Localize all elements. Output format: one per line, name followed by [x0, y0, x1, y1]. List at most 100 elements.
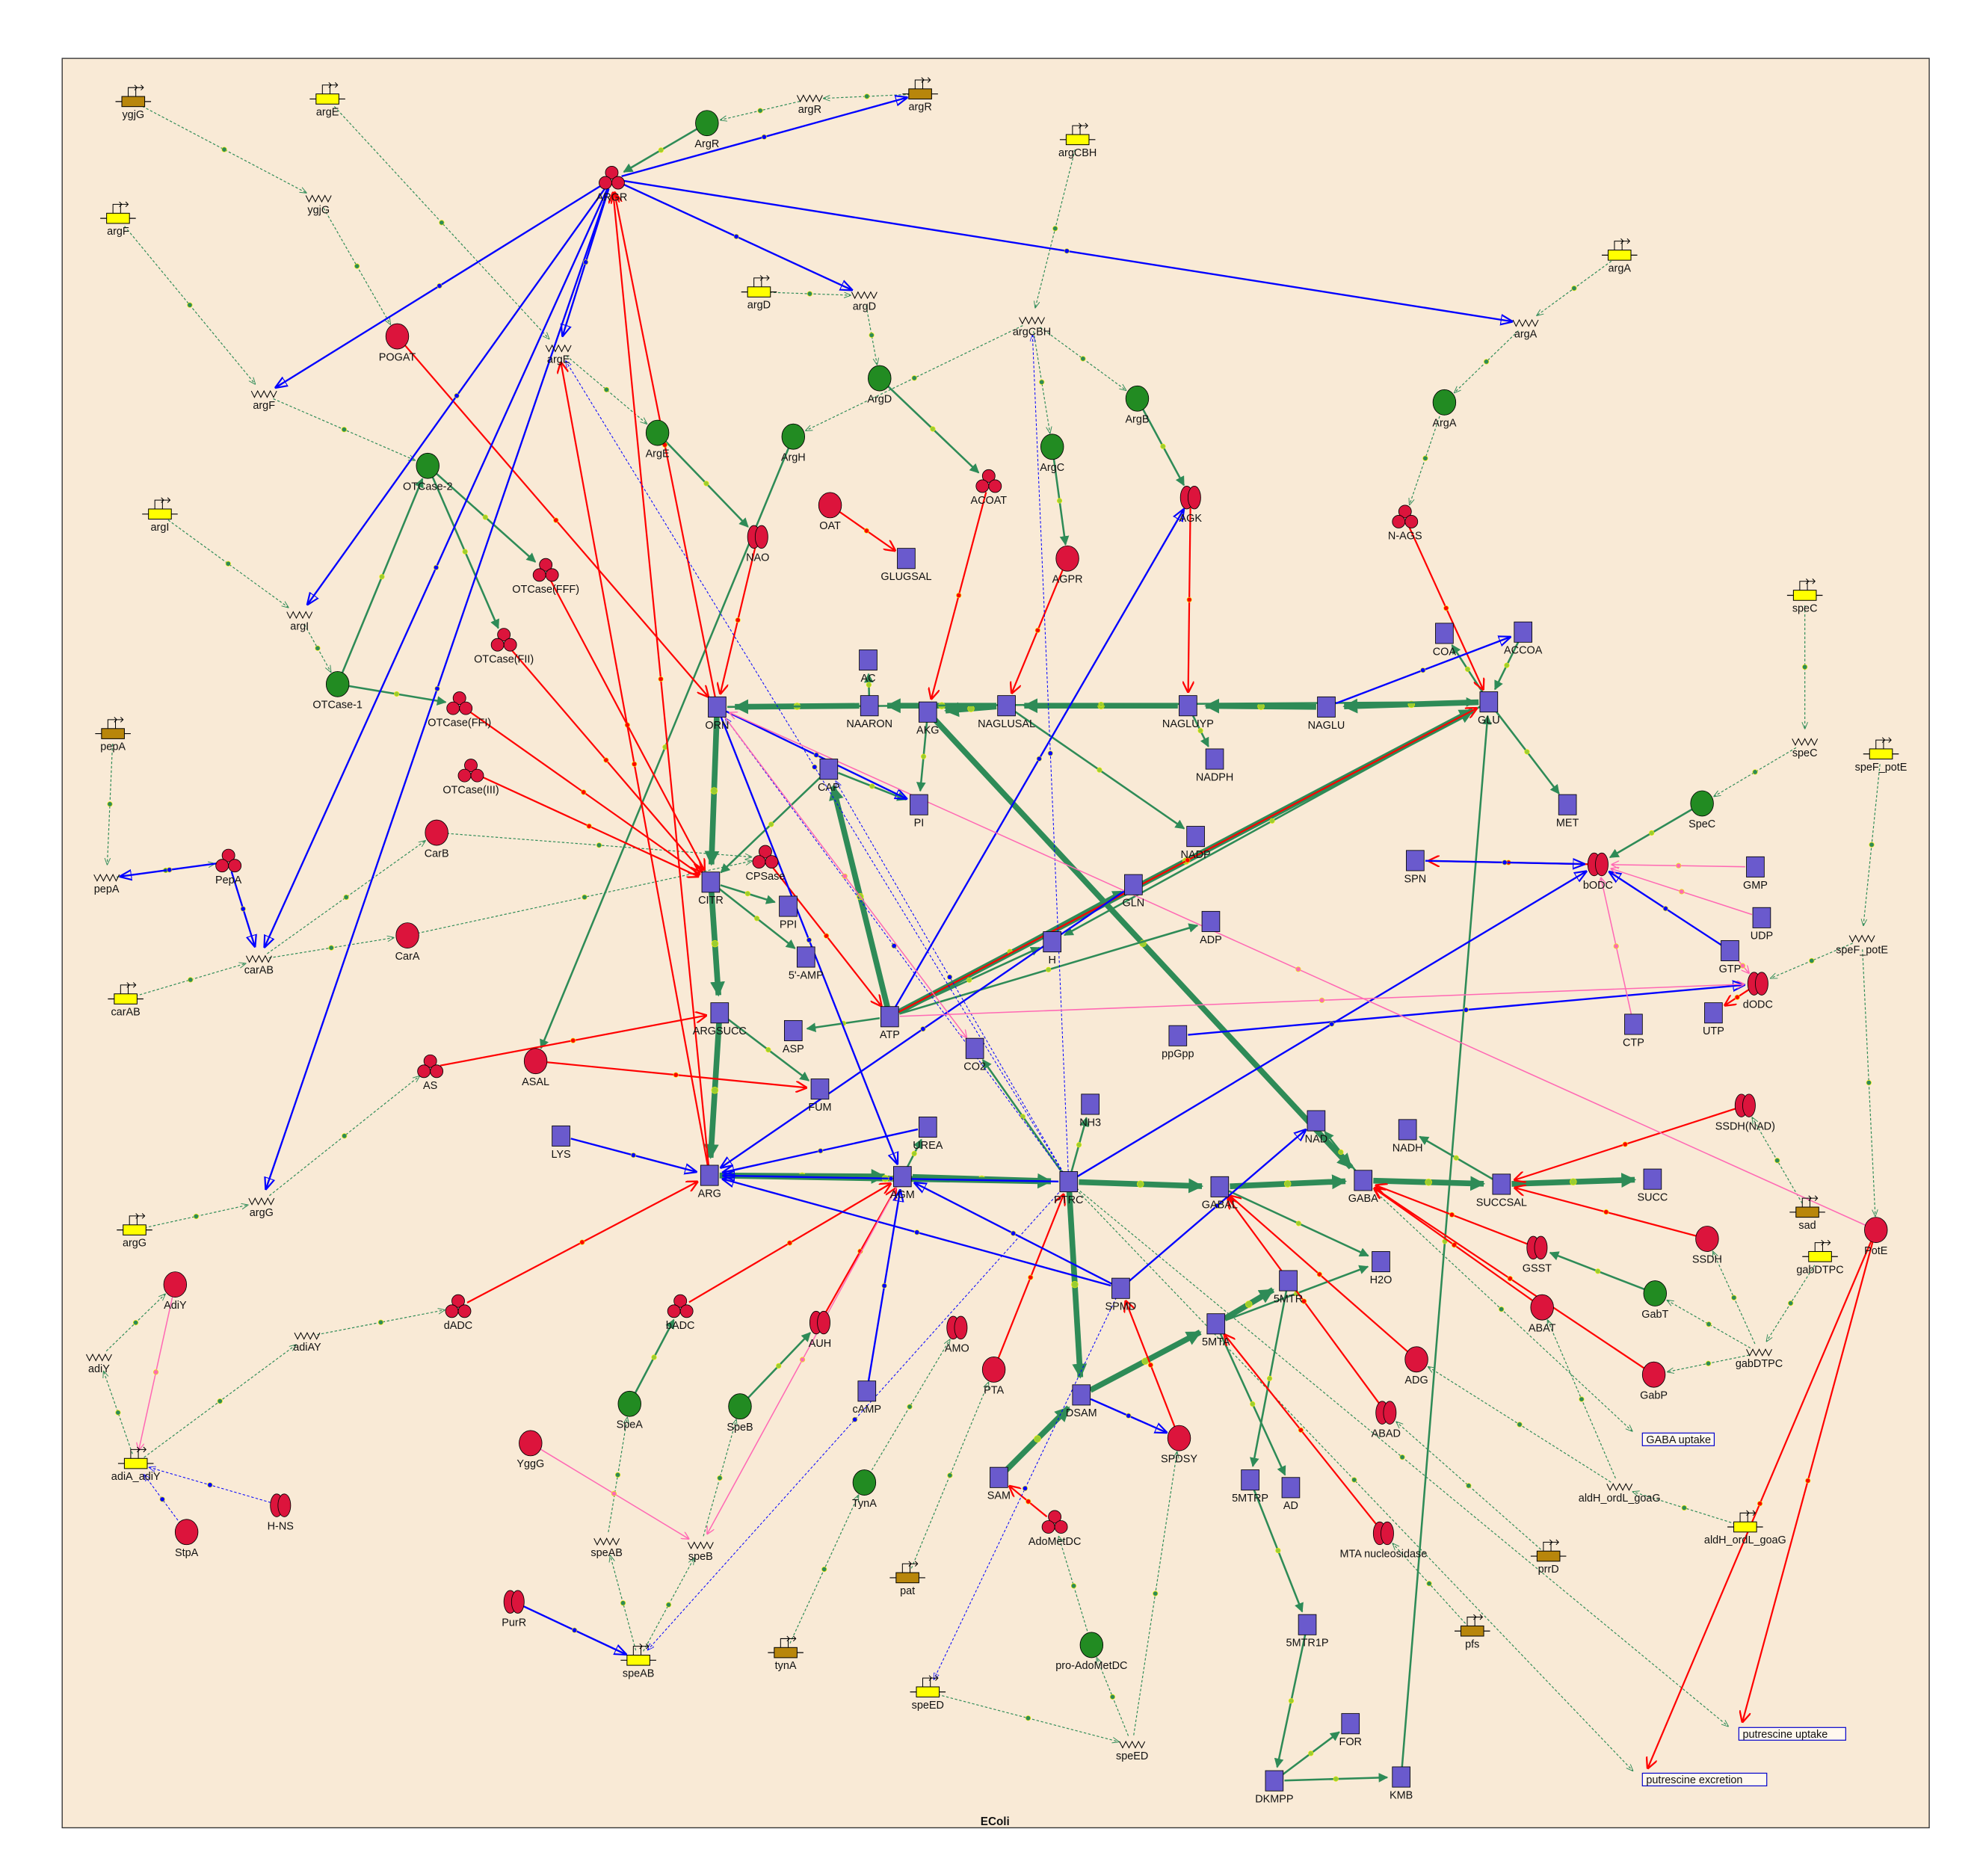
- node-protein-argb[interactable]: ArgB: [1125, 385, 1150, 426]
- node-complex-acoat[interactable]: ACOAT: [970, 469, 1007, 507]
- node-complex-otcase-ffi[interactable]: OTCase(FFI): [428, 691, 491, 729]
- node-mrna-arga[interactable]: argA: [1512, 318, 1539, 341]
- node-metabolite-dsam[interactable]: DSAM: [1066, 1384, 1097, 1419]
- node-metabolite-h[interactable]: H: [1043, 931, 1062, 966]
- node-mrna-argi[interactable]: argI: [286, 611, 313, 633]
- node-gene-speab[interactable]: speAB: [620, 1643, 656, 1679]
- node-mrna-spef-pote[interactable]: speF_potE: [1836, 934, 1888, 957]
- node-gene2-pfs[interactable]: pfs: [1454, 1614, 1490, 1650]
- node-mrna-argd[interactable]: argD: [851, 291, 878, 313]
- node-metabolite-lys[interactable]: LYS: [551, 1125, 571, 1161]
- node-metabolite-kmb[interactable]: KMB: [1390, 1766, 1413, 1801]
- node-metabolite-atp[interactable]: ATP: [880, 1006, 900, 1041]
- node-gene2-prrd[interactable]: prrD: [1530, 1539, 1567, 1576]
- node-metabolite-akg[interactable]: AKG: [916, 701, 940, 737]
- node-enzyme-oat[interactable]: OAT: [818, 492, 842, 532]
- node-metabolite-spmd[interactable]: SPMD: [1105, 1277, 1137, 1313]
- node-enzyme-agpr[interactable]: AGPR: [1052, 545, 1083, 585]
- node-process-gaba-uptake[interactable]: GABA uptake: [1641, 1432, 1715, 1446]
- node-complex-dadc[interactable]: dADC: [444, 1294, 472, 1332]
- node-protein-otcase-2[interactable]: OTCase-2: [403, 452, 453, 493]
- node-gene-argcbh[interactable]: argCBH: [1058, 123, 1097, 159]
- node-gene-gabdtpc[interactable]: gabDTPC: [1796, 1239, 1844, 1276]
- node-mrna-adiay[interactable]: adiAY: [293, 1332, 321, 1354]
- node-dimer-nao[interactable]: NAO: [746, 525, 769, 564]
- node-protein-argh[interactable]: ArgH: [781, 423, 806, 463]
- node-metabolite-udp[interactable]: UDP: [1751, 907, 1773, 942]
- node-protein-spea[interactable]: SpeA: [617, 1390, 644, 1431]
- node-mrna-speb[interactable]: speB: [687, 1541, 714, 1563]
- node-process-putrescine-uptake[interactable]: putrescine uptake: [1738, 1727, 1846, 1741]
- node-gene-arga[interactable]: argA: [1601, 238, 1638, 274]
- node-metabolite-gmp[interactable]: GMP: [1743, 856, 1768, 892]
- node-mrna-spec[interactable]: speC: [1792, 738, 1819, 759]
- node-dimer-purr[interactable]: PurR: [502, 1590, 526, 1629]
- node-metabolite-camp[interactable]: cAMP: [853, 1380, 881, 1416]
- node-metabolite-naglu[interactable]: NAGLU: [1308, 696, 1345, 732]
- node-complex-n-ags[interactable]: N-AGS: [1388, 505, 1422, 543]
- node-complex-otcase-fii[interactable]: OTCase(FII): [474, 628, 534, 666]
- node-metabolite-5-amp[interactable]: 5'-AMP: [789, 946, 824, 981]
- node-metabolite-ptrc[interactable]: PTRC: [1054, 1171, 1083, 1206]
- node-metabolite-urea[interactable]: UREA: [913, 1117, 943, 1152]
- node-dimer-agk[interactable]: AGK: [1179, 486, 1203, 525]
- node-metabolite-dkmpp[interactable]: DKMPP: [1255, 1770, 1294, 1806]
- node-gene-argf[interactable]: argF: [100, 201, 136, 238]
- node-dimer-auh[interactable]: AUH: [809, 1310, 831, 1350]
- node-protein-argd[interactable]: ArgD: [867, 365, 892, 405]
- node-metabolite-citr[interactable]: CITR: [698, 871, 724, 907]
- node-mrna-argr[interactable]: argR: [796, 94, 823, 116]
- node-enzyme-pote[interactable]: PotE: [1864, 1217, 1888, 1257]
- node-complex-otcase-iii[interactable]: OTCase(III): [442, 759, 499, 797]
- node-complex-as[interactable]: AS: [417, 1054, 444, 1092]
- node-enzyme-pta[interactable]: PTA: [981, 1356, 1006, 1397]
- node-enzyme-adiy[interactable]: AdiY: [163, 1271, 188, 1312]
- node-metabolite-asp[interactable]: ASP: [783, 1019, 804, 1055]
- node-protein-arge[interactable]: ArgE: [646, 419, 670, 460]
- node-dimer-dodc[interactable]: dODC: [1743, 972, 1773, 1011]
- node-protein-tyna[interactable]: TynA: [852, 1469, 877, 1510]
- node-metabolite-nadp[interactable]: NADP: [1181, 826, 1211, 861]
- node-gene2-pat[interactable]: pat: [889, 1561, 925, 1597]
- node-gene-speed[interactable]: speED: [910, 1675, 946, 1712]
- node-mrna-carab[interactable]: carAB: [244, 954, 274, 977]
- node-protein-argr[interactable]: ArgR: [694, 110, 719, 150]
- node-mrna-pepa[interactable]: pepA: [93, 873, 120, 895]
- node-enzyme-adg[interactable]: ADG: [1404, 1346, 1428, 1386]
- node-dimer-gsst[interactable]: GSST: [1523, 1235, 1552, 1275]
- node-mrna-speed[interactable]: speED: [1116, 1740, 1148, 1762]
- node-complex-pepa[interactable]: PepA: [215, 848, 242, 886]
- node-enzyme-cara[interactable]: CarA: [395, 922, 420, 963]
- node-metabolite-for[interactable]: FOR: [1339, 1713, 1362, 1748]
- node-metabolite-met[interactable]: MET: [1556, 794, 1579, 830]
- node-protein-gabt[interactable]: GabT: [1641, 1280, 1669, 1321]
- node-metabolite-succsal[interactable]: SUCCSAL: [1476, 1173, 1527, 1209]
- node-gene-spec[interactable]: speC: [1786, 578, 1823, 615]
- node-protein-pro-adometdc[interactable]: pro-AdoMetDC: [1055, 1632, 1127, 1672]
- node-enzyme-ssdh[interactable]: SSDH: [1692, 1226, 1722, 1266]
- node-enzyme-carb[interactable]: CarB: [425, 819, 449, 860]
- node-metabolite-cap[interactable]: CAP: [818, 759, 840, 794]
- node-metabolite-naglusal[interactable]: NAGLUSAL: [978, 695, 1035, 730]
- node-metabolite-arg[interactable]: ARG: [698, 1164, 721, 1200]
- node-process-putrescine-excretion[interactable]: putrescine excretion: [1641, 1772, 1768, 1786]
- node-metabolite-gln[interactable]: GLN: [1123, 874, 1145, 910]
- node-metabolite-h2o[interactable]: H2O: [1370, 1251, 1393, 1286]
- node-metabolite-ppi[interactable]: PPI: [779, 895, 798, 931]
- node-metabolite-succ[interactable]: SUCC: [1637, 1168, 1668, 1204]
- node-metabolite-ac[interactable]: AC: [859, 649, 878, 685]
- node-enzyme-spdsy[interactable]: SPDSY: [1161, 1425, 1197, 1465]
- node-mrna-speab[interactable]: speAB: [590, 1537, 623, 1559]
- node-gene-arge[interactable]: argE: [309, 82, 345, 119]
- node-metabolite-gaba[interactable]: GABA: [1348, 1170, 1378, 1205]
- node-complex-badc[interactable]: bADC: [666, 1294, 694, 1332]
- node-protein-argc[interactable]: ArgC: [1040, 433, 1064, 474]
- node-gene-argg[interactable]: argG: [117, 1213, 152, 1250]
- node-metabolite-co2[interactable]: CO2: [963, 1037, 986, 1073]
- node-dimer-bodc[interactable]: bODC: [1583, 852, 1613, 892]
- node-metabolite-nh3[interactable]: NH3: [1079, 1093, 1101, 1129]
- node-metabolite-argsucc[interactable]: ARGSUCC: [693, 1002, 747, 1037]
- node-enzyme-asal[interactable]: ASAL: [522, 1048, 549, 1088]
- node-metabolite-ad[interactable]: AD: [1281, 1477, 1301, 1512]
- node-metabolite-ppgpp[interactable]: ppGpp: [1162, 1025, 1194, 1061]
